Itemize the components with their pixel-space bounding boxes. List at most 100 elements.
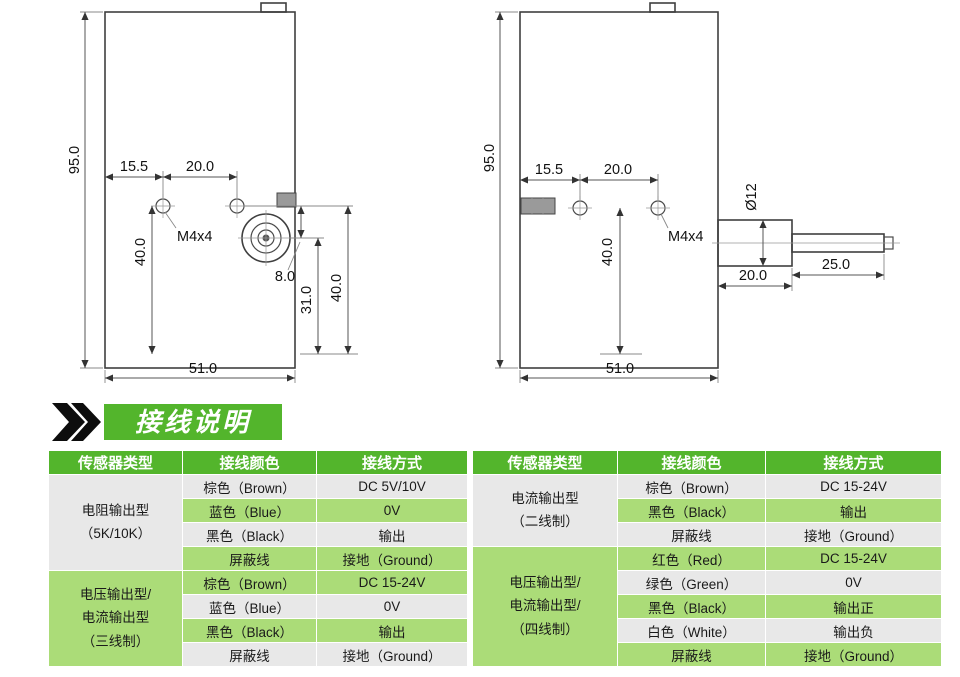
cell-wire-color: 红色（Red） [617,546,766,571]
table-row: 屏蔽线 接地（Ground） [49,546,468,571]
cell-wire-method: 接地（Ground） [316,546,468,571]
dimension-shaft-length: 25.0 [792,254,885,280]
svg-text:31.0: 31.0 [299,286,315,314]
table-row: 电压输出型/ 电流输出型 （三线制） 棕色（Brown） DC 15-24V [48,570,468,667]
cell-wire-color: 屏蔽线 [182,546,317,571]
dimension-shaft-offset: 8.0 [275,205,324,285]
cell-wire-color: 棕色（Brown） [182,570,317,595]
svg-text:8.0: 8.0 [275,269,295,285]
header-row: 传感器类型 接线颜色 接线方式 [472,450,942,475]
table-row: 黑色（Black） 输出 [49,618,468,643]
cell-wire-method: 输出 [316,618,468,643]
table-row: 屏蔽线 接地（Ground） [473,642,942,667]
col-sensor-type: 传感器类型 [472,450,618,475]
cell-wire-method: DC 15-24V [316,570,468,595]
cell-sensor-type: 电压输出型/ 电流输出型 （三线制） [48,570,183,667]
dimension-hole-offsets: 15.5 20.0 [105,159,238,198]
svg-text:51.0: 51.0 [606,361,634,377]
col-wire-method: 接线方式 [316,450,468,475]
svg-text:40.0: 40.0 [600,238,616,266]
side-boss [520,197,556,215]
section-title-box: 接线说明 [104,402,282,442]
cell-wire-color: 蓝色（Blue） [182,594,317,619]
svg-text:20.0: 20.0 [739,268,767,284]
header-row: 传感器类型 接线颜色 接线方式 [48,450,468,475]
table-row: 绿色（Green） 0V [473,570,942,595]
svg-text:15.5: 15.5 [535,162,563,178]
svg-text:15.5: 15.5 [120,159,148,175]
dimension-shaft-to-base: 31.0 [299,238,358,355]
cell-wire-color: 棕色（Brown） [617,474,766,499]
wiring-tables: 传感器类型 接线颜色 接线方式 电阻输出型 （5K/10K） 棕色（Brown）… [48,450,942,667]
shaft-end-view [238,210,294,266]
cell-wire-color: 黑色（Black） [182,522,317,547]
cell-wire-color: 蓝色（Blue） [182,498,317,523]
svg-text:20.0: 20.0 [604,162,632,178]
cell-wire-color: 屏蔽线 [182,642,317,667]
cell-sensor-type: 电流输出型 （二线制） [472,474,618,547]
svg-text:51.0: 51.0 [189,361,217,377]
thread-callout: M4x4 [164,211,212,245]
cell-wire-color: 绿色（Green） [617,570,766,595]
right-view: 95.0 15.5 20.0 M4x4 40.0 [482,2,900,383]
cell-wire-method: DC 15-24V [765,546,942,571]
cell-wire-method: 接地（Ground） [765,522,942,547]
body-outline [104,11,296,369]
cell-wire-method: DC 15-24V [765,474,942,499]
cell-wire-color: 白色（White） [617,618,766,643]
double-chevron-icon [52,403,101,441]
wiring-table-left: 传感器类型 接线颜色 接线方式 电阻输出型 （5K/10K） 棕色（Brown）… [48,450,468,667]
svg-text:95.0: 95.0 [67,146,83,174]
col-wire-color: 接线颜色 [617,450,766,475]
svg-text:Ø12: Ø12 [744,183,760,210]
col-wire-method: 接线方式 [765,450,942,475]
table-row: 黑色（Black） 输出正 [473,594,942,619]
dimension-flange-length: 20.0 [718,268,793,291]
col-sensor-type: 传感器类型 [48,450,183,475]
cell-wire-method: 输出 [765,498,942,523]
svg-text:25.0: 25.0 [822,257,850,273]
dimension-left-vert: 40.0 [133,206,156,354]
dimension-height: 95.0 [482,11,518,369]
thread-callout: M4x4 [660,213,703,245]
table-row: 屏蔽线 接地（Ground） [49,642,468,667]
section-banner: 接线说明 [52,402,282,442]
technical-drawings: 95.0 15.5 20.0 M4x4 40.0 [67,2,900,383]
svg-text:20.0: 20.0 [186,159,214,175]
shaft-side-view [712,219,900,267]
side-boss [276,192,297,208]
dimension-hole-offsets: 15.5 20.0 [520,162,659,200]
left-view: 95.0 15.5 20.0 M4x4 40.0 [67,2,358,383]
top-connector [260,2,287,13]
cell-wire-color: 黑色（Black） [617,498,766,523]
cell-wire-color: 棕色（Brown） [182,474,317,499]
table-row: 黑色（Black） 输出 [473,498,942,523]
section-title: 接线说明 [134,402,251,442]
cell-wire-color: 黑色（Black） [182,618,317,643]
cell-sensor-type: 电压输出型/ 电流输出型/ （四线制） [472,546,618,667]
cell-wire-method: DC 5V/10V [316,474,468,499]
svg-text:40.0: 40.0 [133,238,149,266]
top-connector [649,2,676,13]
cell-wire-method: 0V [316,498,468,523]
svg-text:M4x4: M4x4 [668,229,703,245]
cell-wire-method: 接地（Ground） [765,642,942,667]
dimension-width: 51.0 [104,361,296,383]
cell-wire-method: 输出 [316,522,468,547]
cell-wire-color: 屏蔽线 [617,522,766,547]
table-row: 电阻输出型 （5K/10K） 棕色（Brown） DC 5V/10V [48,474,468,571]
cell-wire-method: 输出正 [765,594,942,619]
table-row: 屏蔽线 接地（Ground） [473,522,942,547]
dimension-height: 95.0 [67,11,103,369]
wiring-table-right: 传感器类型 接线颜色 接线方式 电流输出型 （二线制） 棕色（Brown） DC… [472,450,942,667]
cell-wire-color: 屏蔽线 [617,642,766,667]
cell-wire-method: 0V [316,594,468,619]
cell-wire-method: 接地（Ground） [316,642,468,667]
col-wire-color: 接线颜色 [182,450,317,475]
cell-sensor-type: 电阻输出型 （5K/10K） [48,474,183,571]
svg-text:95.0: 95.0 [482,144,498,172]
dimension-vert: 40.0 [600,208,642,355]
svg-text:M4x4: M4x4 [177,229,212,245]
dimension-hole-to-base: 40.0 [244,205,353,354]
table-row: 电流输出型 （二线制） 棕色（Brown） DC 15-24V [472,474,942,547]
